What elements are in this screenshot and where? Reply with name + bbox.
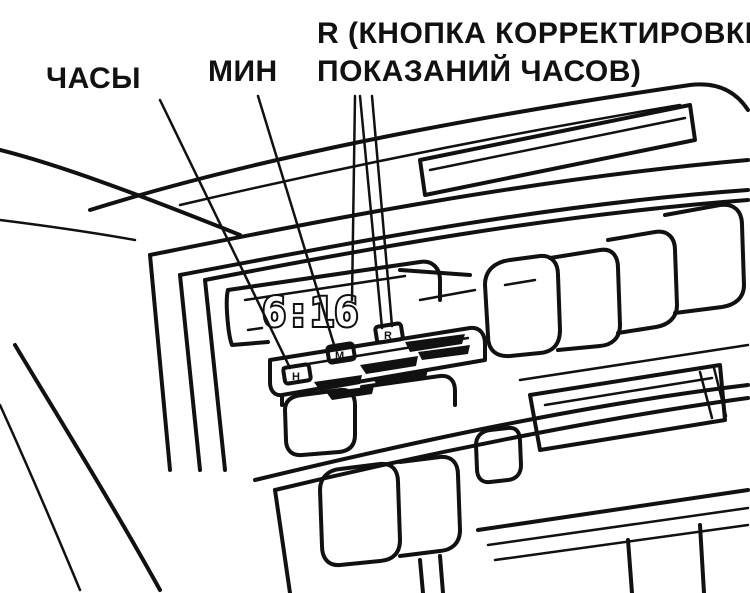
lower-panel bbox=[253, 343, 750, 593]
clock-buttons: H M R bbox=[281, 321, 405, 386]
reset-press-arrow bbox=[405, 334, 465, 352]
leader-reset bbox=[358, 94, 384, 330]
press-arrows bbox=[314, 334, 470, 400]
minute-button-mark: M bbox=[335, 350, 344, 362]
clock-digits-text: 6:16 bbox=[262, 290, 358, 336]
label-minutes: МИН bbox=[208, 55, 278, 88]
top-slot bbox=[418, 103, 697, 197]
leader-lines bbox=[158, 94, 394, 370]
reset-button[interactable]: R bbox=[373, 321, 405, 345]
dashboard-outline bbox=[0, 82, 750, 592]
leader-minutes bbox=[256, 94, 337, 350]
label-reset-line-2: ПОКАЗАНИЙ ЧАСОВ) bbox=[317, 55, 642, 88]
hour-button-mark: H bbox=[292, 371, 300, 383]
leader-reset-2 bbox=[370, 94, 394, 328]
minutes-press-arrow-2 bbox=[372, 369, 428, 386]
hour-button[interactable]: H bbox=[281, 362, 313, 386]
reset-press-arrow-2 bbox=[418, 345, 470, 360]
label-reset-line-1: R (КНОПКА КОРРЕКТИРОВКИ bbox=[317, 17, 750, 50]
leader-reset-3 bbox=[350, 94, 357, 302]
minute-button[interactable]: M bbox=[325, 341, 357, 365]
right-upper-buttons bbox=[483, 202, 746, 359]
label-hours: ЧАСЫ bbox=[46, 62, 142, 95]
leader-hours bbox=[158, 98, 292, 370]
minutes-press-arrow bbox=[360, 356, 418, 374]
hours-press-arrow bbox=[314, 375, 362, 391]
reset-button-mark: R bbox=[384, 330, 392, 342]
clock-digits: 6:16 bbox=[260, 288, 360, 338]
upper-bezel bbox=[148, 158, 750, 472]
hours-press-arrow-2 bbox=[326, 386, 374, 400]
